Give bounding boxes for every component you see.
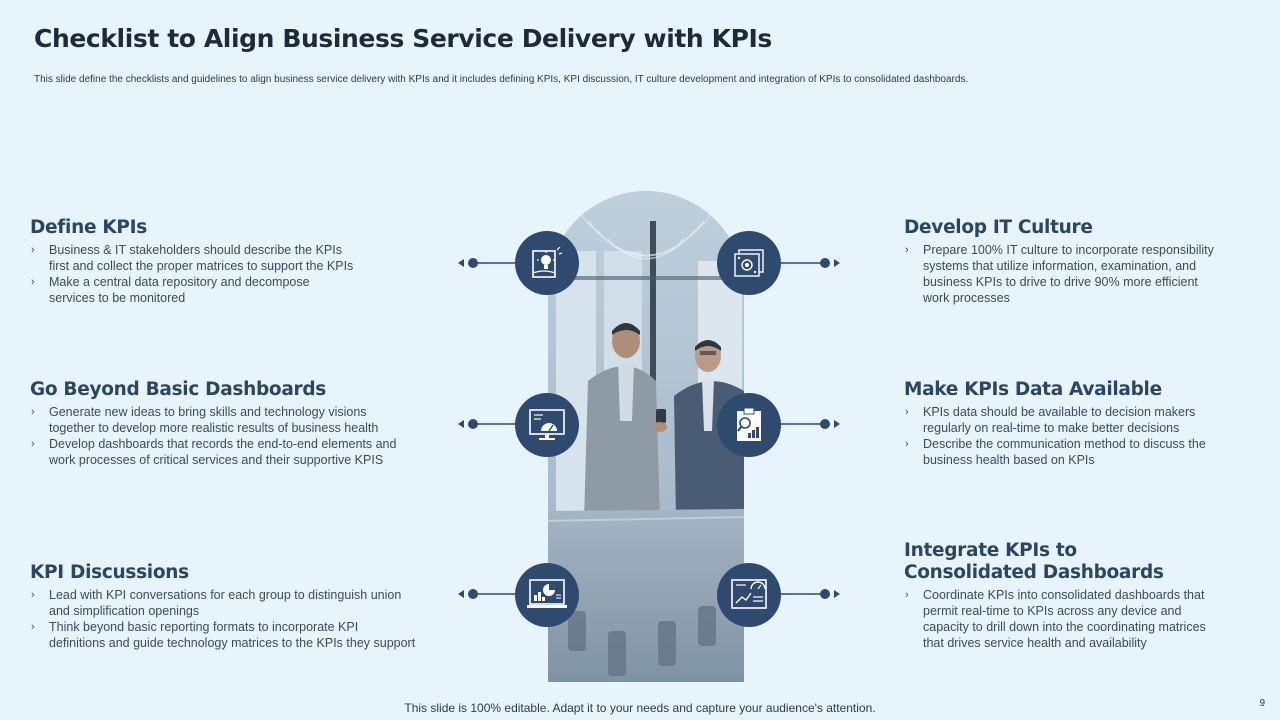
chevron-icon: › xyxy=(905,406,909,418)
business-meeting-photo xyxy=(548,191,744,682)
chevron-icon: › xyxy=(905,438,909,450)
bullet-list: ›Generate new ideas to bring skills and … xyxy=(30,404,440,468)
slide-subtitle: This slide define the checklists and gui… xyxy=(34,74,969,85)
right-connector-arrow xyxy=(778,589,840,599)
section-title: Define KPIs xyxy=(30,217,147,238)
right-connector-arrow xyxy=(778,419,840,429)
left-connector-arrow xyxy=(458,258,518,268)
right-connector-arrow xyxy=(778,258,840,268)
section-it-culture: Develop IT Culture ›Prepare 100% IT cult… xyxy=(904,217,1254,306)
bullet-item: ›Business & IT stakeholders should descr… xyxy=(31,243,354,273)
left-connector-arrow xyxy=(458,589,518,599)
consolidated-dashboard-icon xyxy=(717,563,781,627)
chevron-icon: › xyxy=(905,589,909,601)
chevron-icon: › xyxy=(31,276,35,288)
footer-note: This slide is 100% editable. Adapt it to… xyxy=(404,701,876,715)
bullet-item: ›KPIs data should be available to decisi… xyxy=(905,405,1196,435)
chevron-icon: › xyxy=(31,589,35,601)
bullet-item: ›Generate new ideas to bring skills and … xyxy=(31,405,379,435)
chevron-icon: › xyxy=(905,244,909,256)
section-define-kpis: Define KPIs ›Business & IT stakeholders … xyxy=(30,217,440,306)
bullet-list: ›Business & IT stakeholders should descr… xyxy=(30,242,440,306)
bullet-item: ›Think beyond basic reporting formats to… xyxy=(31,620,416,650)
chevron-icon: › xyxy=(31,621,35,633)
dashboard-monitor-gauge-icon xyxy=(515,393,579,457)
bullet-list: ›Lead with KPI conversations for each gr… xyxy=(30,587,450,651)
bullet-item: ›Develop dashboards that records the end… xyxy=(31,437,397,467)
analytics-monitor-icon xyxy=(515,563,579,627)
section-title: KPI Discussions xyxy=(30,562,189,583)
bullet-item: ›Make a central data repository and deco… xyxy=(31,275,310,305)
bullet-item: ›Lead with KPI conversations for each gr… xyxy=(31,588,402,618)
bullet-list: ›KPIs data should be available to decisi… xyxy=(904,404,1254,468)
kpi-report-clipboard-icon xyxy=(717,393,781,457)
section-kpi-discussions: KPI Discussions ›Lead with KPI conversat… xyxy=(30,562,450,651)
bullet-list: ›Coordinate KPIs into consolidated dashb… xyxy=(904,587,1254,651)
bullet-item: ›Prepare 100% IT culture to incorporate … xyxy=(905,243,1214,305)
slide-title: Checklist to Align Business Service Deli… xyxy=(34,24,772,53)
chevron-icon: › xyxy=(31,244,35,256)
section-basic-dashboards: Go Beyond Basic Dashboards ›Generate new… xyxy=(30,379,440,468)
section-data-available: Make KPIs Data Available ›KPIs data shou… xyxy=(904,379,1254,468)
section-title: Develop IT Culture xyxy=(904,217,1093,238)
left-connector-arrow xyxy=(458,419,518,429)
bullet-list: ›Prepare 100% IT culture to incorporate … xyxy=(904,242,1254,306)
page-number: 9 xyxy=(1259,698,1265,709)
chevron-icon: › xyxy=(31,406,35,418)
chevron-icon: › xyxy=(31,438,35,450)
section-title: Go Beyond Basic Dashboards xyxy=(30,379,326,400)
bullet-item: ›Coordinate KPIs into consolidated dashb… xyxy=(905,588,1206,650)
bullet-item: ›Describe the communication method to di… xyxy=(905,437,1206,467)
section-title: Make KPIs Data Available xyxy=(904,379,1162,400)
lightbulb-idea-icon xyxy=(515,231,579,295)
culture-cards-icon xyxy=(717,231,781,295)
